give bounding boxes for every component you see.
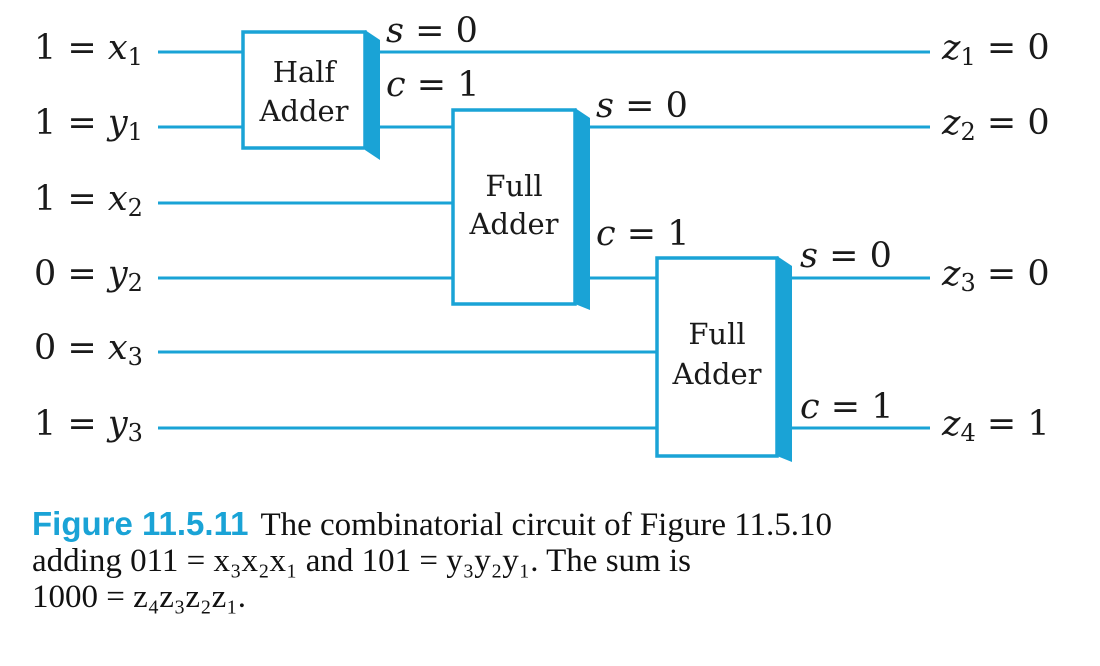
wires [158, 50, 930, 430]
figure-caption: Figure 11.5.11 The combinatorial circuit … [32, 505, 1072, 616]
output-label-z4: z4 = 1 [941, 404, 1050, 447]
full-adder-1-shadow [575, 108, 590, 310]
full-adder-2-carry-label: c = 1 [800, 387, 894, 427]
input-label-x1: 1 = x1 [34, 28, 143, 71]
half-adder-carry-label: c = 1 [386, 65, 480, 105]
full-adder-1-label-line1: Full [485, 169, 542, 203]
output-labels: z1 = 0 z2 = 0 z3 = 0 z4 = 1 [941, 28, 1050, 447]
full-adder-2-shadow [777, 256, 792, 462]
half-adder-shadow [365, 30, 380, 160]
figure-number: Figure 11.5.11 [32, 505, 249, 542]
input-label-y2: 0 = y2 [34, 254, 143, 297]
circuit-diagram: Half Adder Full Adder Full Adder 1 = x1 … [34, 11, 1050, 462]
caption-line-2: adding 011 = x₃x₂x₁ and 101 = y₃y₂y₁. Th… [32, 543, 691, 579]
full-adder-2-sum-label: s = 0 [800, 236, 892, 276]
half-adder-box [241, 30, 367, 150]
input-label-y3: 1 = y3 [34, 404, 143, 447]
output-label-z2: z2 = 0 [941, 103, 1050, 146]
full-adder-1-carry-label: c = 1 [596, 214, 690, 254]
output-label-z1: z1 = 0 [941, 28, 1050, 71]
full-adder-1-sum-label: s = 0 [596, 86, 688, 126]
half-adder-sum-label: s = 0 [386, 11, 478, 51]
input-label-x2: 1 = x2 [34, 179, 143, 222]
caption-text-1: The combinatorial circuit of Figure 11.5… [260, 507, 833, 543]
input-label-y1: 1 = y1 [34, 103, 143, 146]
caption-line-3: 1000 = z₄z₃z₂z₁. [32, 579, 246, 615]
adder-output-labels: s = 0 c = 1 s = 0 c = 1 s = 0 c = 1 [386, 11, 894, 427]
full-adder-2-label-line1: Full [688, 317, 745, 351]
half-adder-label-line2: Adder [258, 94, 348, 128]
caption-line-1: Figure 11.5.11 The combinatorial circuit … [32, 505, 1072, 544]
full-adder-1: Full Adder [451, 108, 590, 310]
full-adder-2: Full Adder [655, 256, 792, 462]
half-adder: Half Adder [241, 30, 380, 160]
full-adder-2-label-line2: Adder [671, 357, 761, 391]
input-label-x3: 0 = x3 [34, 328, 143, 371]
output-label-z3: z3 = 0 [941, 254, 1050, 297]
half-adder-label-line1: Half [273, 55, 338, 89]
full-adder-1-box [451, 108, 577, 306]
input-labels: 1 = x1 1 = y1 1 = x2 0 = y2 0 = x3 1 = y… [34, 28, 143, 447]
full-adder-2-box [655, 256, 779, 458]
full-adder-1-label-line2: Adder [468, 207, 558, 241]
